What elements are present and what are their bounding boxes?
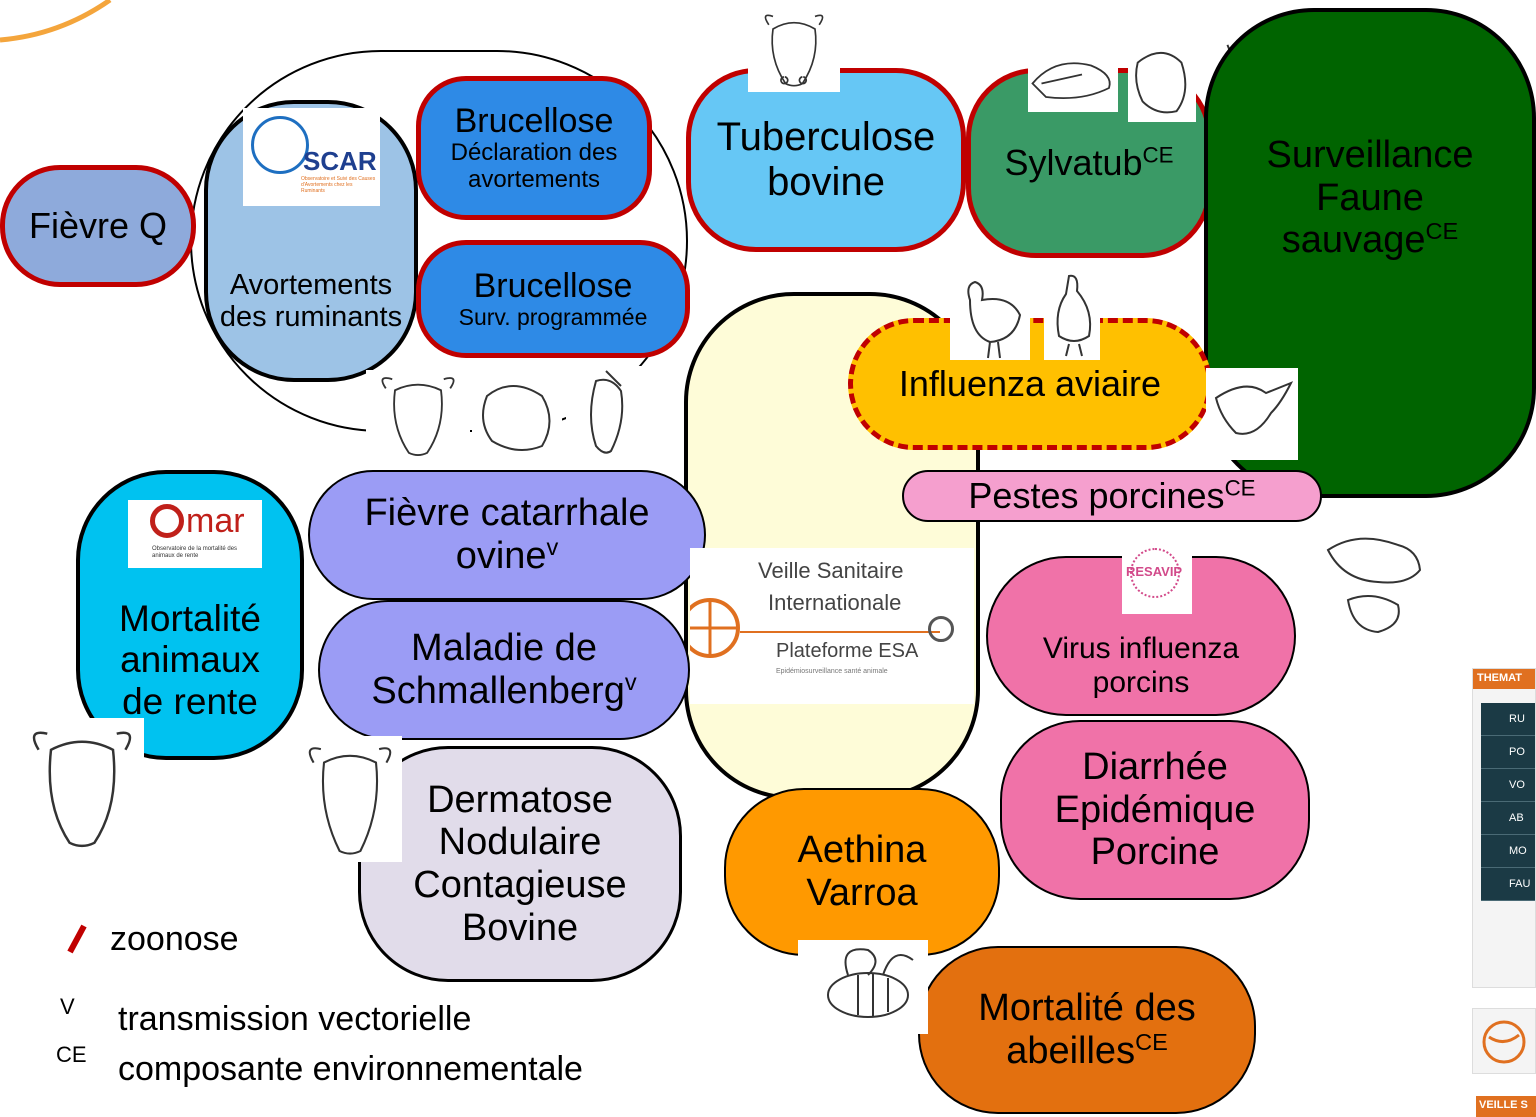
sylvatub-text: Sylvatub [1004,141,1143,183]
node-mortalite-rente[interactable]: Mortalité animaux de rente [76,470,304,760]
pestes-text: Pestes porcines [968,474,1225,516]
abeilles-sup: CE [1135,1029,1168,1056]
faune-sup: CE [1425,218,1459,245]
node-fievre-catarrhale[interactable]: Fièvre catarrhale ovinev [308,470,706,600]
vsi-line1: Veille Sanitaire [758,558,904,583]
hen-icon [950,270,1030,360]
fievre-q-label: Fièvre Q [28,204,168,246]
resavip-logo: RESAVIP [1122,544,1192,614]
tuberculose-label: Tuberculose bovine [716,115,936,204]
aethina-label: Aethina Varroa [797,829,927,914]
scar-logo-text: SCAR [303,146,377,176]
sylvatub-label: SylvatubCE [1004,141,1174,183]
avortements-label: Avortements des ruminants [219,268,403,333]
cow-icon [298,736,402,862]
node-aethina-varroa[interactable]: Aethina Varroa [724,788,1000,956]
sylvatub-sup: CE [1142,142,1174,168]
brucellose-declaration-title: Brucellose [454,102,614,141]
abeilles-label: Mortalité des abeillesCE [937,987,1237,1072]
zoonose-legend-mark [67,924,87,954]
side-panel-footer: VEILLE S [1476,1096,1536,1117]
node-brucellose-surveillance[interactable]: Brucellose Surv. programmée [416,240,690,358]
cow-icon [366,370,470,462]
vsi-line2: Internationale [768,590,902,615]
side-panel-logo[interactable] [1472,1008,1536,1074]
side-panel-item[interactable]: VO [1481,769,1535,802]
mortalite-rente-label: Mortalité animaux de rente [119,597,261,722]
schmallenberg-text: Maladie de Schmallenberg [371,627,625,712]
schmallenberg-label: Maladie de Schmallenbergv [324,627,684,712]
legend-ce-symbol: CE [56,1042,87,1067]
pestes-label: Pestes porcinesCE [968,474,1256,516]
abeilles-text: Mortalité des abeilles [978,987,1196,1072]
corner-arc [0,0,112,43]
legend-ce-text: composante environnementale [118,1050,583,1088]
vsi-line3: Plateforme ESA [776,640,919,662]
omar-logo: mar Observatoire de la mortalité des ani… [128,500,262,568]
legend-v-text: transmission vectorielle [118,1000,472,1038]
side-panel-item[interactable]: MO [1481,835,1535,868]
dermatose-label: Dermatose Nodulaire Contagieuse Bovine [413,778,627,949]
pestes-sup: CE [1224,475,1256,501]
brucellose-declaration-sub: Déclaration des avortements [450,139,618,194]
duck-icon [1044,266,1100,360]
pig-icon [1318,510,1430,642]
goat-icon [566,366,642,460]
scar-logo: SCAR Observatoire et Suivi des Causes d'… [243,108,380,206]
legend-zoonose: zoonose [110,920,239,958]
omar-logo-text: mar [186,502,245,540]
node-schmallenberg[interactable]: Maladie de Schmallenbergv [318,600,690,740]
boar-icon [1128,42,1196,122]
cow-icon [748,8,840,92]
vsi-line4: Epidémiosurveillance santé animale [776,668,888,675]
node-dermatose[interactable]: Dermatose Nodulaire Contagieuse Bovine [358,746,682,982]
badger-icon [1028,46,1118,112]
schmallenberg-sup: v [624,669,637,696]
diarrhee-label: Diarrhée Epidémique Porcine [1054,746,1256,874]
node-diarrhee-porcine[interactable]: Diarrhée Epidémique Porcine [1000,720,1310,900]
side-panel-header: THEMAT [1473,669,1535,689]
cow-icon [20,718,144,856]
influenza-aviaire-label: Influenza aviaire [898,362,1162,404]
resavip-logo-text: RESAVIP [1126,564,1183,579]
faune-text: Surveillance Faune sauvage [1266,134,1474,262]
veille-sanitaire-logo: Veille Sanitaire Internationale Platefor… [690,548,974,704]
node-influenza-aviaire[interactable]: Influenza aviaire [848,318,1212,450]
side-panel-item[interactable]: AB [1481,802,1535,835]
side-panel-item[interactable]: RU [1481,703,1535,736]
brucellose-surveillance-title: Brucellose [473,267,633,306]
side-panel-item[interactable]: PO [1481,736,1535,769]
fco-sup: v [546,534,559,561]
thematic-side-panel: THEMAT RU PO VO AB MO FAU [1472,668,1536,988]
wild-duck-icon [1206,368,1298,460]
side-panel-item[interactable]: FAU [1481,868,1535,901]
faune-label: Surveillance Faune sauvageCE [1240,134,1500,262]
bee-icon [798,940,928,1034]
sheep-icon [472,376,562,458]
virus-influenza-label: Virus influenza porcins [1042,632,1240,699]
omar-logo-subtitle: Observatoire de la mortalité des animaux… [152,546,238,559]
brucellose-surveillance-sub: Surv. programmée [458,304,648,331]
globe-icon [690,598,740,658]
fco-label: Fièvre catarrhale ovinev [327,492,687,577]
scar-logo-subtitle: Observatoire et Suivi des Causes d'Avort… [301,176,376,194]
legend-v-symbol: V [60,994,75,1019]
node-brucellose-declaration[interactable]: Brucellose Déclaration des avortements [416,76,652,220]
node-fievre-q[interactable]: Fièvre Q [0,165,196,287]
node-pestes-porcines[interactable]: Pestes porcinesCE [902,470,1322,522]
node-mortalite-abeilles[interactable]: Mortalité des abeillesCE [918,946,1256,1114]
node-tuberculose-bovine[interactable]: Tuberculose bovine [686,68,966,252]
globe-icon [1482,1020,1526,1064]
fco-text: Fièvre catarrhale ovine [364,492,650,577]
